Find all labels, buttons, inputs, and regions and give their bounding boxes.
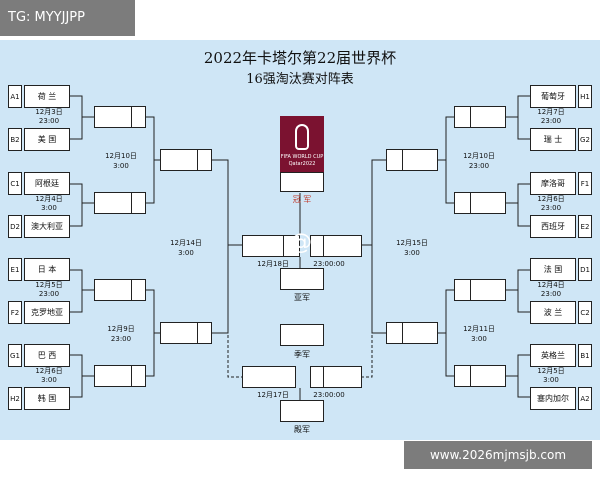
third-place-label: 季军 — [294, 350, 310, 359]
seed-label: F2 — [8, 301, 22, 324]
team-box: 塞内加尔 — [530, 387, 576, 410]
team-box: 巴 西 — [24, 344, 70, 367]
seed-label: F1 — [578, 172, 592, 195]
final-time: 23:00:00 — [313, 260, 345, 268]
fourth-place-label: 殿军 — [294, 425, 310, 434]
final-slot-left — [242, 235, 300, 257]
seed-label: B2 — [8, 128, 22, 151]
runner-up-label: 亚军 — [294, 293, 310, 302]
match-date: 12月4日 — [35, 195, 63, 203]
champion-label: 冠 军 — [292, 195, 312, 204]
seed-label: D2 — [8, 215, 22, 238]
qf-slot — [94, 365, 146, 387]
watermark-bottom: www.2026mjmsjb.com — [404, 441, 592, 469]
match-date: 12月7日 — [537, 108, 565, 116]
logo-text-line-2: Qatar2022 — [288, 161, 316, 167]
match-time: 3:00 — [471, 335, 487, 343]
qf-slot — [94, 192, 146, 214]
team-box: 克罗地亚 — [24, 301, 70, 324]
match-time: 3:00 — [113, 162, 129, 170]
qf-slot — [454, 279, 506, 301]
match-time: 3:00 — [178, 249, 194, 257]
team-box: 美 国 — [24, 128, 70, 151]
third-slot-right — [310, 366, 362, 388]
team-box: 荷 兰 — [24, 85, 70, 108]
sf-slot — [160, 149, 212, 171]
match-date: 12月11日 — [463, 325, 495, 333]
team-box: 波 兰 — [530, 301, 576, 324]
match-time: 23:00 — [38, 117, 60, 125]
match-time: 3:00 — [543, 376, 559, 384]
page-title: 2022年卡塔尔第22届世界杯 — [203, 49, 397, 67]
seed-label: H1 — [578, 85, 592, 108]
match-date: 12月10日 — [105, 152, 137, 160]
team-box: 阿根廷 — [24, 172, 70, 195]
match-date: 12月14日 — [170, 239, 202, 247]
team-box: 法 国 — [530, 258, 576, 281]
team-box: 英格兰 — [530, 344, 576, 367]
sf-slot — [160, 322, 212, 344]
team-box: 西班牙 — [530, 215, 576, 238]
seed-label: E1 — [8, 258, 22, 281]
seed-label: C1 — [8, 172, 22, 195]
logo-text-line-1: FIFA WORLD CUP — [280, 154, 324, 160]
logo-frame — [280, 172, 324, 192]
match-date: 12月6日 — [35, 367, 63, 375]
fourth-place-slot — [280, 400, 324, 422]
sf-slot — [386, 149, 438, 171]
team-box: 瑞 士 — [530, 128, 576, 151]
world-cup-logo: FIFA WORLD CUP Qatar2022 — [280, 116, 324, 172]
qf-slot — [454, 365, 506, 387]
match-time: 23:00 — [110, 335, 132, 343]
match-date: 12月5日 — [35, 281, 63, 289]
team-box: 葡萄牙 — [530, 85, 576, 108]
seed-label: A1 — [8, 85, 22, 108]
match-time: 3:00 — [41, 376, 57, 384]
qf-slot — [454, 192, 506, 214]
qf-slot — [454, 106, 506, 128]
team-box: 澳大利亚 — [24, 215, 70, 238]
match-date: 12月3日 — [35, 108, 63, 116]
match-time: 23:00 — [38, 290, 60, 298]
sf-slot — [386, 322, 438, 344]
trophy-icon — [295, 124, 309, 150]
match-date: 12月15日 — [396, 239, 428, 247]
seed-label: B1 — [578, 344, 592, 367]
match-time: 3:00 — [404, 249, 420, 257]
seed-label: E2 — [578, 215, 592, 238]
seed-label: A2 — [578, 387, 592, 410]
watermark-top: TG: MYYJJPP — [0, 0, 135, 36]
team-box: 韩 国 — [24, 387, 70, 410]
third-place-winner-slot — [280, 324, 324, 346]
match-time: 3:00 — [41, 204, 57, 212]
qf-slot — [94, 106, 146, 128]
seed-label: H2 — [8, 387, 22, 410]
match-date: 12月4日 — [537, 281, 565, 289]
qf-slot — [94, 279, 146, 301]
match-time: 23:00 — [540, 117, 562, 125]
team-box: 摩洛哥 — [530, 172, 576, 195]
match-date: 12月10日 — [463, 152, 495, 160]
match-time: 23:00 — [540, 290, 562, 298]
match-date: 12月9日 — [107, 325, 135, 333]
final-date: 12月18日 — [257, 260, 289, 268]
third-time: 23:00:00 — [313, 391, 345, 399]
seed-label: G2 — [578, 128, 592, 151]
match-time: 23:00 — [540, 204, 562, 212]
seed-label: D1 — [578, 258, 592, 281]
page-subtitle: 16强淘汰赛对阵表 — [246, 72, 354, 87]
seed-label: C2 — [578, 301, 592, 324]
match-time: 23:00 — [468, 162, 490, 170]
third-slot-left — [242, 366, 296, 388]
at-mark: @ — [290, 230, 312, 255]
match-date: 12月5日 — [537, 367, 565, 375]
final-slot-right — [310, 235, 362, 257]
third-date: 12月17日 — [257, 391, 289, 399]
seed-label: G1 — [8, 344, 22, 367]
match-date: 12月6日 — [537, 195, 565, 203]
team-box: 日 本 — [24, 258, 70, 281]
runner-up-slot — [280, 268, 324, 290]
